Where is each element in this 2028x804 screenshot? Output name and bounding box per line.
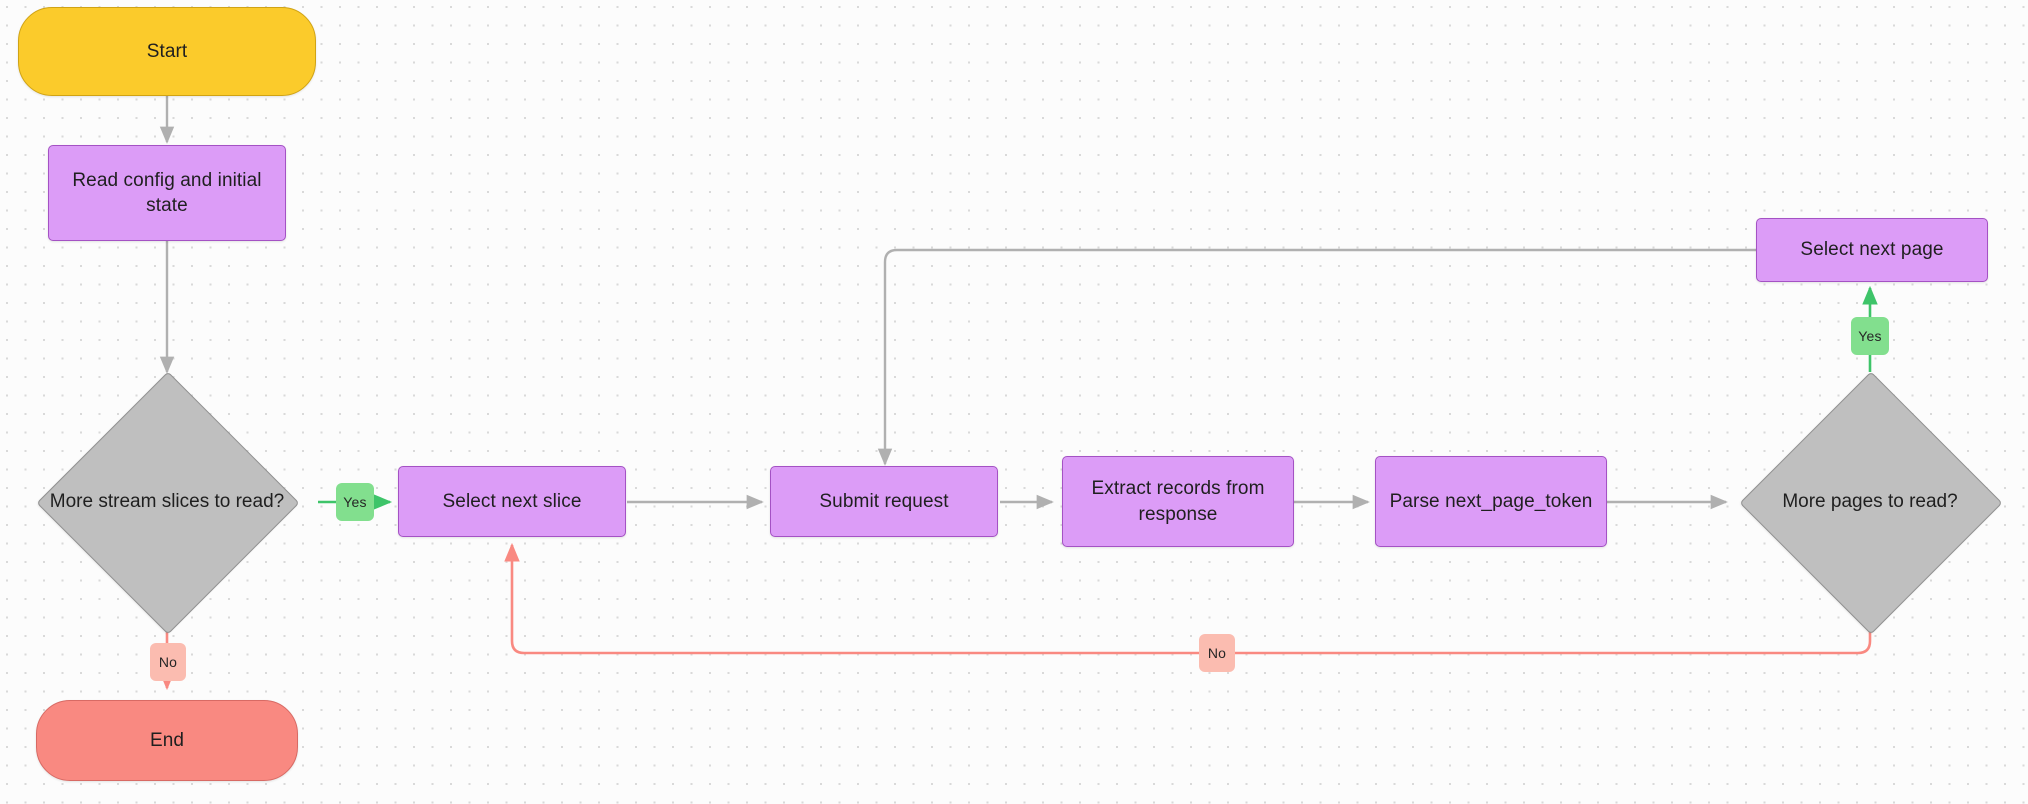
node-submit-request-label: Submit request — [819, 490, 949, 512]
edge-label-no-pages-text: No — [1207, 645, 1227, 661]
node-extract-records[interactable]: Extract records from response — [1062, 456, 1294, 547]
node-parse-next-page-token-label: Parse next_page_token — [1389, 490, 1593, 512]
node-submit-request[interactable]: Submit request — [770, 466, 998, 537]
node-next-slice-label: Select next slice — [442, 490, 582, 512]
node-end[interactable]: End — [36, 700, 298, 781]
node-select-next-page-label: Select next page — [1800, 239, 1944, 261]
node-end-label: End — [149, 729, 185, 751]
edge-label-yes-slices: Yes — [336, 483, 374, 521]
edge-more-pages-no-to-next-slice — [504, 542, 1872, 655]
node-parse-next-page-token[interactable]: Parse next_page_token — [1375, 456, 1607, 547]
node-read-config[interactable]: Read config and initial state — [48, 145, 286, 241]
edge-label-no-slices: No — [150, 643, 186, 681]
node-extract-records-label: Extract records from response — [1091, 478, 1265, 525]
node-read-config-label: Read config and initial state — [72, 169, 262, 216]
edge-label-no-slices-text: No — [158, 654, 178, 670]
node-more-pages[interactable] — [1739, 371, 2003, 635]
edge-next-page-to-submit — [877, 248, 1756, 466]
node-more-slices[interactable] — [36, 371, 300, 635]
node-next-slice[interactable]: Select next slice — [398, 466, 626, 537]
node-start-label: Start — [146, 40, 188, 62]
edge-label-yes-pages-text: Yes — [1858, 328, 1882, 344]
node-start[interactable]: Start — [18, 7, 316, 96]
edge-label-yes-pages: Yes — [1851, 317, 1889, 355]
edge-label-no-pages: No — [1199, 634, 1235, 672]
node-select-next-page[interactable]: Select next page — [1756, 218, 1988, 282]
edge-label-yes-slices-text: Yes — [343, 494, 367, 510]
